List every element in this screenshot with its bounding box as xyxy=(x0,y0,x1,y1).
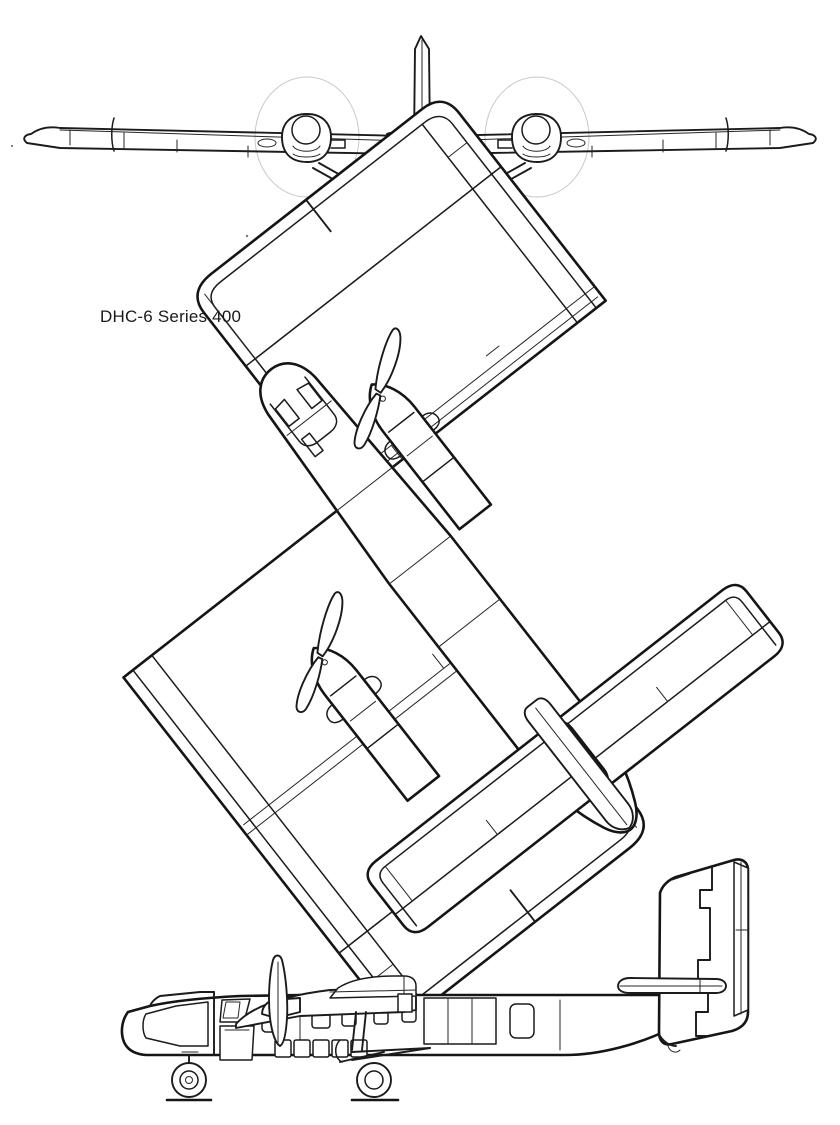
vertical-fin-side xyxy=(657,858,750,1046)
side-view xyxy=(120,858,750,1102)
wingtip-fence-left xyxy=(10,117,249,158)
nacelle-right-plan xyxy=(353,327,493,531)
nacelle-propeller-side xyxy=(261,954,417,1047)
wingtip-fence-right xyxy=(591,117,771,158)
wing-right-front xyxy=(433,126,817,155)
engine-nacelle-right-front xyxy=(497,113,586,163)
wing-left-front xyxy=(23,126,407,155)
vertical-fin-plan xyxy=(523,697,634,831)
nose-gear-side[interactable] xyxy=(165,1051,213,1102)
drawing-caption: DHC-6 Series 400 xyxy=(100,307,242,326)
horizontal-stabilizer-side xyxy=(617,977,727,994)
tail-cone-side xyxy=(659,1035,681,1053)
plan-view xyxy=(122,100,784,1021)
main-gear-side[interactable] xyxy=(335,1011,431,1102)
propeller-disc-ghost-left xyxy=(254,76,360,198)
engine-nacelle-left-front xyxy=(257,113,346,163)
propeller-disc-ghost-right xyxy=(484,76,590,198)
nacelle-left-plan xyxy=(295,591,441,802)
